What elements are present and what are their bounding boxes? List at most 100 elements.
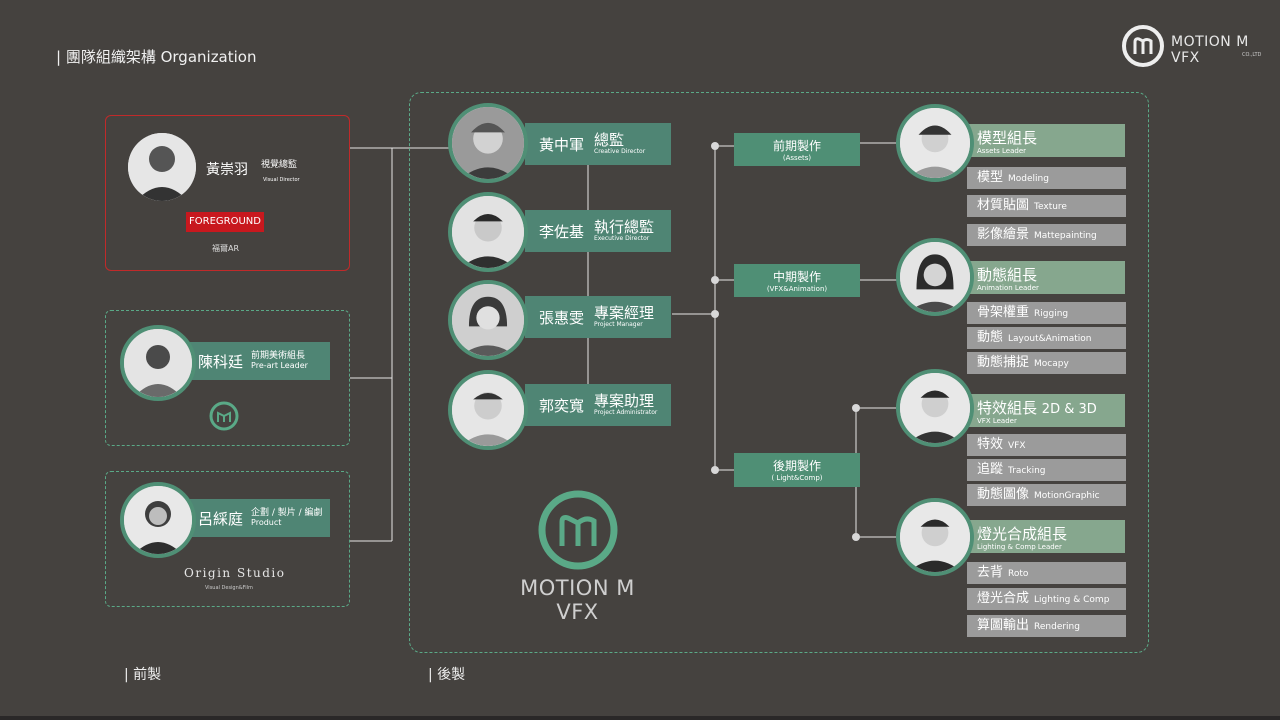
preart-role-en: Pre-art Leader <box>251 361 308 370</box>
task-en: Rendering <box>1034 622 1080 632</box>
task-item: 骨架權重 Rigging <box>967 302 1126 324</box>
dept-mid-production: 中期製作 (VFX&Animation) <box>734 264 860 297</box>
foreground-badge: FOREGROUND <box>186 212 264 232</box>
mgmt-role-en-0: Creative Director <box>594 148 646 155</box>
origin-role-block: 企劃 / 製片 / 編劇 Product <box>251 509 323 527</box>
foreground-role: 視覺總監 <box>261 160 298 170</box>
avatar-li-zuoji <box>448 192 528 272</box>
task-item: 算圖輸出 Rendering <box>967 615 1126 637</box>
leader-vfx-zh-row: 特效組長 2D & 3D <box>977 397 1125 418</box>
foreground-panel <box>105 115 350 271</box>
task-zh: 追蹤 <box>977 462 1004 477</box>
brand-name: MOTION M VFX <box>1171 34 1249 66</box>
dept-pre-production: 前期製作 (Assets) <box>734 133 860 166</box>
label-post-production: | 後製 <box>428 667 466 683</box>
task-en: Texture <box>1034 202 1067 212</box>
task-en: Roto <box>1008 569 1029 579</box>
task-item: 動態捕捉 Mocapy <box>967 352 1126 374</box>
page-title: | 團隊組織架構 Organization <box>56 48 257 66</box>
task-item: 燈光合成 Lighting & Comp <box>967 588 1126 610</box>
task-en: Mocapy <box>1034 359 1069 369</box>
foreground-name: 黃崇羽 <box>206 162 248 178</box>
motion-m-logo-icon <box>1122 25 1164 67</box>
mgmt-role-0: 總監 <box>594 131 625 149</box>
avatar-huang-zhongjun <box>448 103 528 183</box>
leader-assets-zh: 模型組長 <box>977 129 1038 147</box>
motion-m-small-icon <box>209 401 239 431</box>
task-item: 動態圖像 MotionGraphic <box>967 484 1126 506</box>
foreground-role-en: Visual Director <box>263 177 300 183</box>
task-en: Mattepainting <box>1034 231 1097 241</box>
mgmt-role-2: 專案經理 <box>594 304 655 322</box>
task-en: Lighting & Comp <box>1034 595 1110 605</box>
task-zh: 影像繪景 <box>977 227 1030 242</box>
mgmt-name-1: 李佐基 <box>539 222 585 241</box>
preart-role-block: 前期美術組長 Pre-art Leader <box>251 352 308 370</box>
foreground-caption: 福爾AR <box>212 244 240 253</box>
mgmt-name-3: 郭奕寬 <box>539 396 585 415</box>
dept-pre-zh: 前期製作 <box>772 139 821 153</box>
task-zh: 動態捕捉 <box>977 355 1030 370</box>
preart-role: 前期美術組長 <box>251 351 306 361</box>
task-en: Rigging <box>1034 309 1069 319</box>
avatar-lu-caiting <box>120 482 196 558</box>
origin-role-en: Product <box>251 518 282 527</box>
mgmt-name-0: 黃中軍 <box>539 135 585 154</box>
leader-vfx-extra: 2D & 3D <box>1041 402 1097 417</box>
motion-m-large-icon <box>538 490 618 570</box>
avatar-lighting-leader <box>896 498 974 576</box>
task-zh: 骨架權重 <box>977 305 1030 320</box>
task-zh: 動態 <box>977 330 1004 345</box>
task-zh: 動態圖像 <box>977 487 1030 502</box>
task-item: 影像繪景 Mattepainting <box>967 224 1126 246</box>
task-en: MotionGraphic <box>1034 491 1100 501</box>
leader-assets: 模型組長 Assets Leader <box>967 124 1125 157</box>
avatar-animation-leader <box>896 238 974 316</box>
mgmt-role-en-2: Project Manager <box>594 321 643 328</box>
center-brand: MOTION M VFX <box>500 488 655 624</box>
dept-post-en: ( Light&Comp) <box>771 474 823 482</box>
main-team-panel <box>409 92 1149 653</box>
leader-vfx-en: VFX Leader <box>977 417 1017 425</box>
mgmt-role-en-3: Project Administrator <box>594 409 658 416</box>
avatar-assets-leader <box>896 104 974 182</box>
origin-studio-sub: Visual Design&Film <box>205 585 253 591</box>
label-pre-production: | 前製 <box>124 667 162 683</box>
mgmt-role-3: 專案助理 <box>594 392 655 410</box>
leader-assets-en: Assets Leader <box>977 147 1027 155</box>
avatar-huang-chongyu <box>128 133 196 201</box>
task-en: VFX <box>1008 441 1026 451</box>
leader-vfx: 特效組長 2D & 3D VFX Leader <box>967 394 1125 427</box>
preart-namebar: 陳科廷 前期美術組長 Pre-art Leader <box>190 342 330 380</box>
brand-logo: MOTION M VFX CO.,LTD <box>1121 24 1271 68</box>
leader-lighting: 燈光合成組長 Lighting & Comp Leader <box>967 520 1125 553</box>
task-zh: 燈光合成 <box>977 591 1030 606</box>
origin-role: 企劃 / 製片 / 編劇 <box>251 508 323 518</box>
origin-namebar: 呂綵庭 企劃 / 製片 / 編劇 Product <box>190 499 330 537</box>
avatar-chen-keting <box>120 325 196 401</box>
leader-animation: 動態組長 Animation Leader <box>967 261 1125 294</box>
avatar-guo-yikuan <box>448 370 528 450</box>
avatar-zhang-huiwen <box>448 280 528 360</box>
mgmt-role-1: 執行總監 <box>594 218 655 236</box>
dept-post-production: 後期製作 ( Light&Comp) <box>734 453 860 487</box>
task-zh: 算圖輸出 <box>977 618 1030 633</box>
brand-sub: CO.,LTD <box>1242 52 1262 58</box>
dept-pre-en: (Assets) <box>782 154 812 162</box>
origin-studio-name: Origin Studio <box>184 566 286 580</box>
origin-name: 呂綵庭 <box>198 509 244 528</box>
dept-mid-en: (VFX&Animation) <box>766 285 828 293</box>
